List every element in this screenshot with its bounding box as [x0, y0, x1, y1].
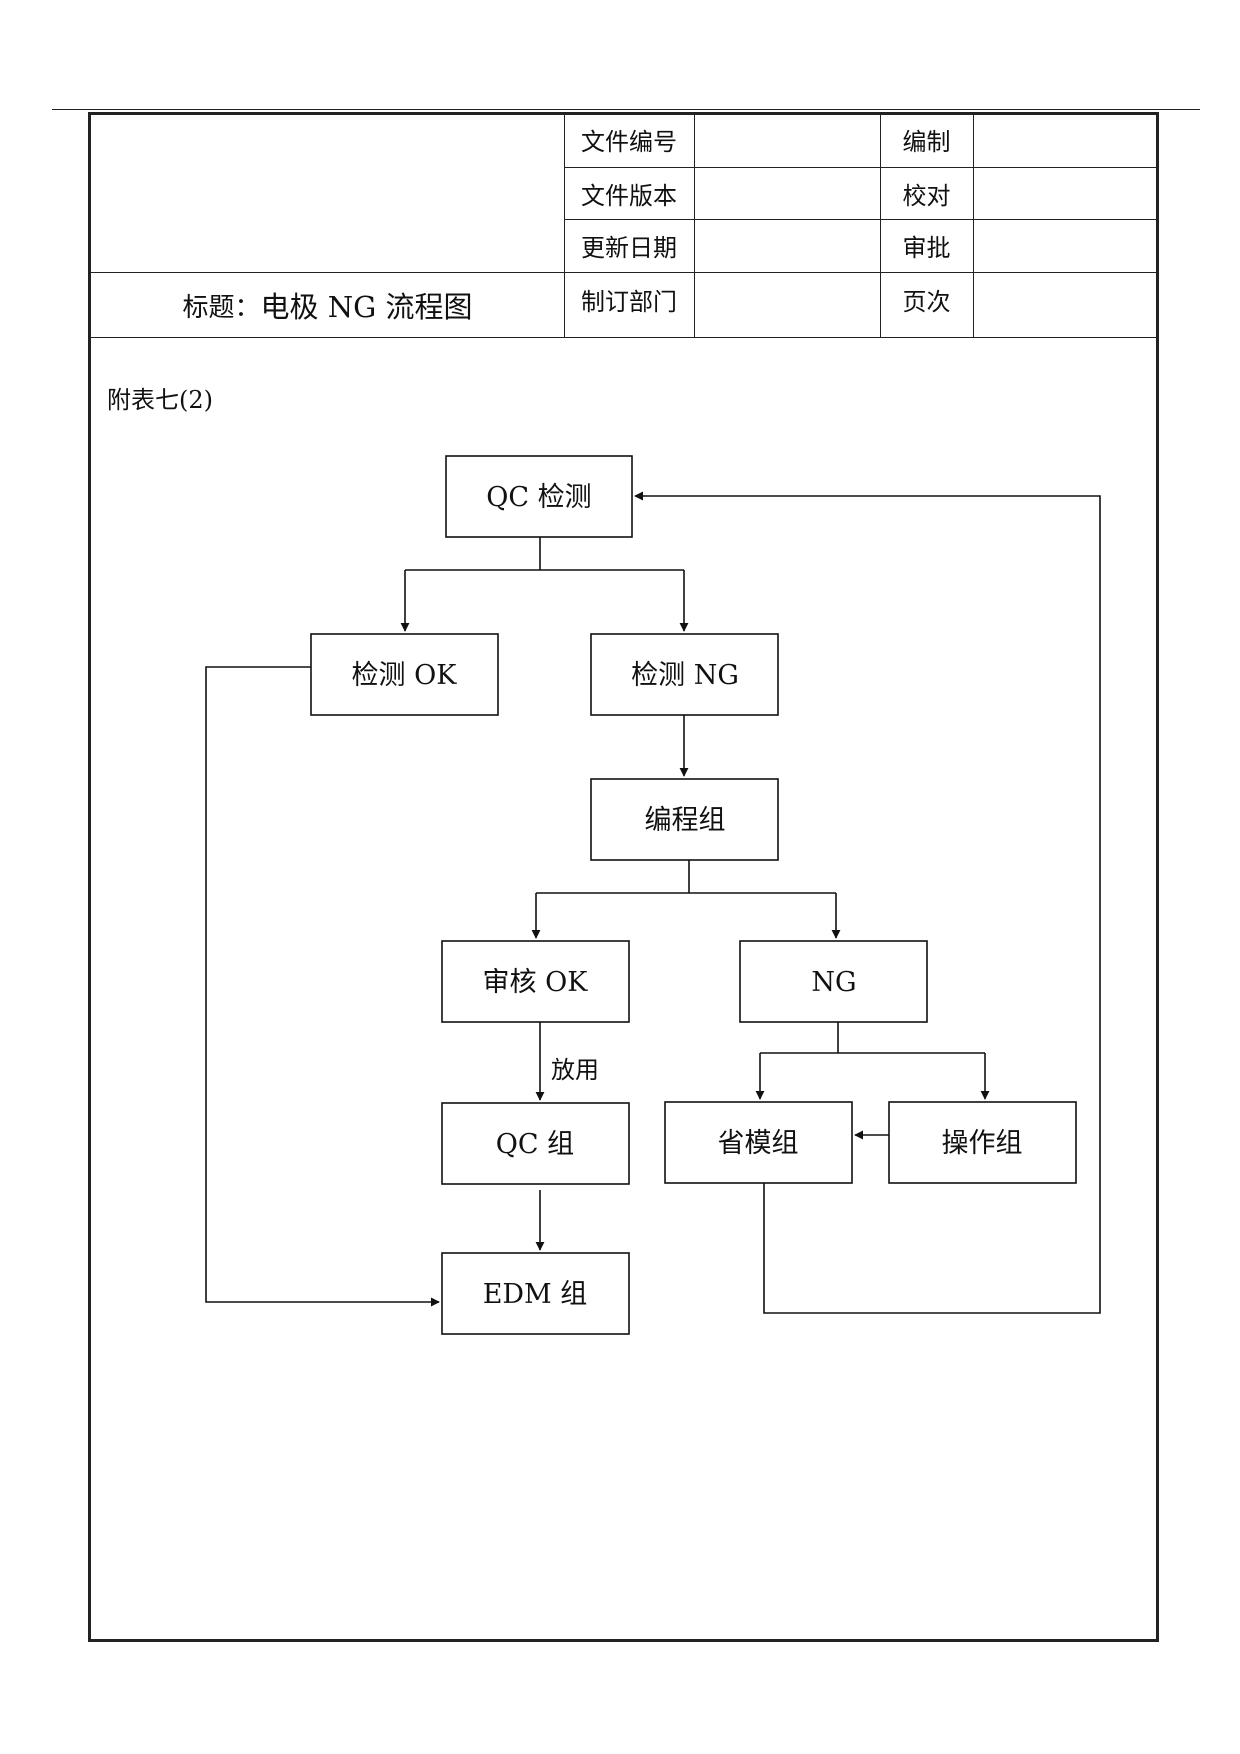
node-inspect-ok [310, 633, 499, 716]
node-operation [888, 1101, 1077, 1184]
node-edm-group-label: EDM 组 [483, 1279, 588, 1310]
node-review-ok-label: 审核 OK [483, 967, 589, 998]
node-programming [590, 778, 779, 861]
header-grid-line [564, 112, 565, 337]
node-inspect-ok-label: 检测 OK [352, 660, 458, 691]
node-qc-inspect-label: QC 检测 [486, 482, 591, 513]
header-grid-line [973, 112, 974, 337]
department-label: 制订部门 [581, 288, 677, 316]
annex-label: 附表七(2) [107, 386, 213, 414]
node-programming-label: 编程组 [645, 805, 726, 836]
connector-qc-split [405, 537, 684, 571]
node-edm-group [441, 1252, 630, 1335]
node-qc-inspect [445, 455, 633, 538]
node-qc-group-label: QC 组 [496, 1129, 574, 1160]
node-operation-label: 操作组 [942, 1128, 1023, 1159]
arrow-loop-back-to-qc [634, 491, 1101, 1314]
connector-programming-split [536, 860, 836, 894]
file-version-label: 文件版本 [581, 181, 677, 210]
header-grid-line [694, 112, 695, 337]
header-grid-line [88, 272, 1159, 273]
header-grid-line [88, 337, 1159, 338]
connector-ng-split [760, 1022, 985, 1054]
node-ng-label: NG [811, 967, 856, 998]
page-frame [88, 112, 1159, 1642]
title-label: 标题： [182, 292, 261, 323]
update-date-label: 更新日期 [581, 234, 677, 262]
header-grid-line [564, 167, 1159, 168]
proofread-label: 校对 [902, 181, 951, 210]
document-title: 标题：电极 NG 流程图 [91, 273, 564, 337]
page-number-label: 页次 [902, 288, 951, 316]
header-grid-line [564, 219, 1159, 220]
arrow-ok-to-edm [205, 666, 440, 1307]
header-grid-line [880, 112, 881, 337]
approval-label: 审批 [902, 234, 951, 262]
edge-label-release: 放用 [551, 1056, 599, 1084]
file-number-label: 文件编号 [581, 128, 677, 156]
node-ng [739, 940, 928, 1023]
top-rule [52, 109, 1200, 110]
node-mold-saving-label: 省模组 [718, 1128, 799, 1159]
node-inspect-ng-label: 检测 NG [631, 660, 739, 691]
node-qc-group [441, 1102, 630, 1185]
compiled-by-label: 编制 [902, 128, 951, 156]
title-text: 电极 NG 流程图 [260, 290, 473, 324]
node-mold-saving [664, 1101, 853, 1184]
node-review-ok [441, 940, 630, 1023]
